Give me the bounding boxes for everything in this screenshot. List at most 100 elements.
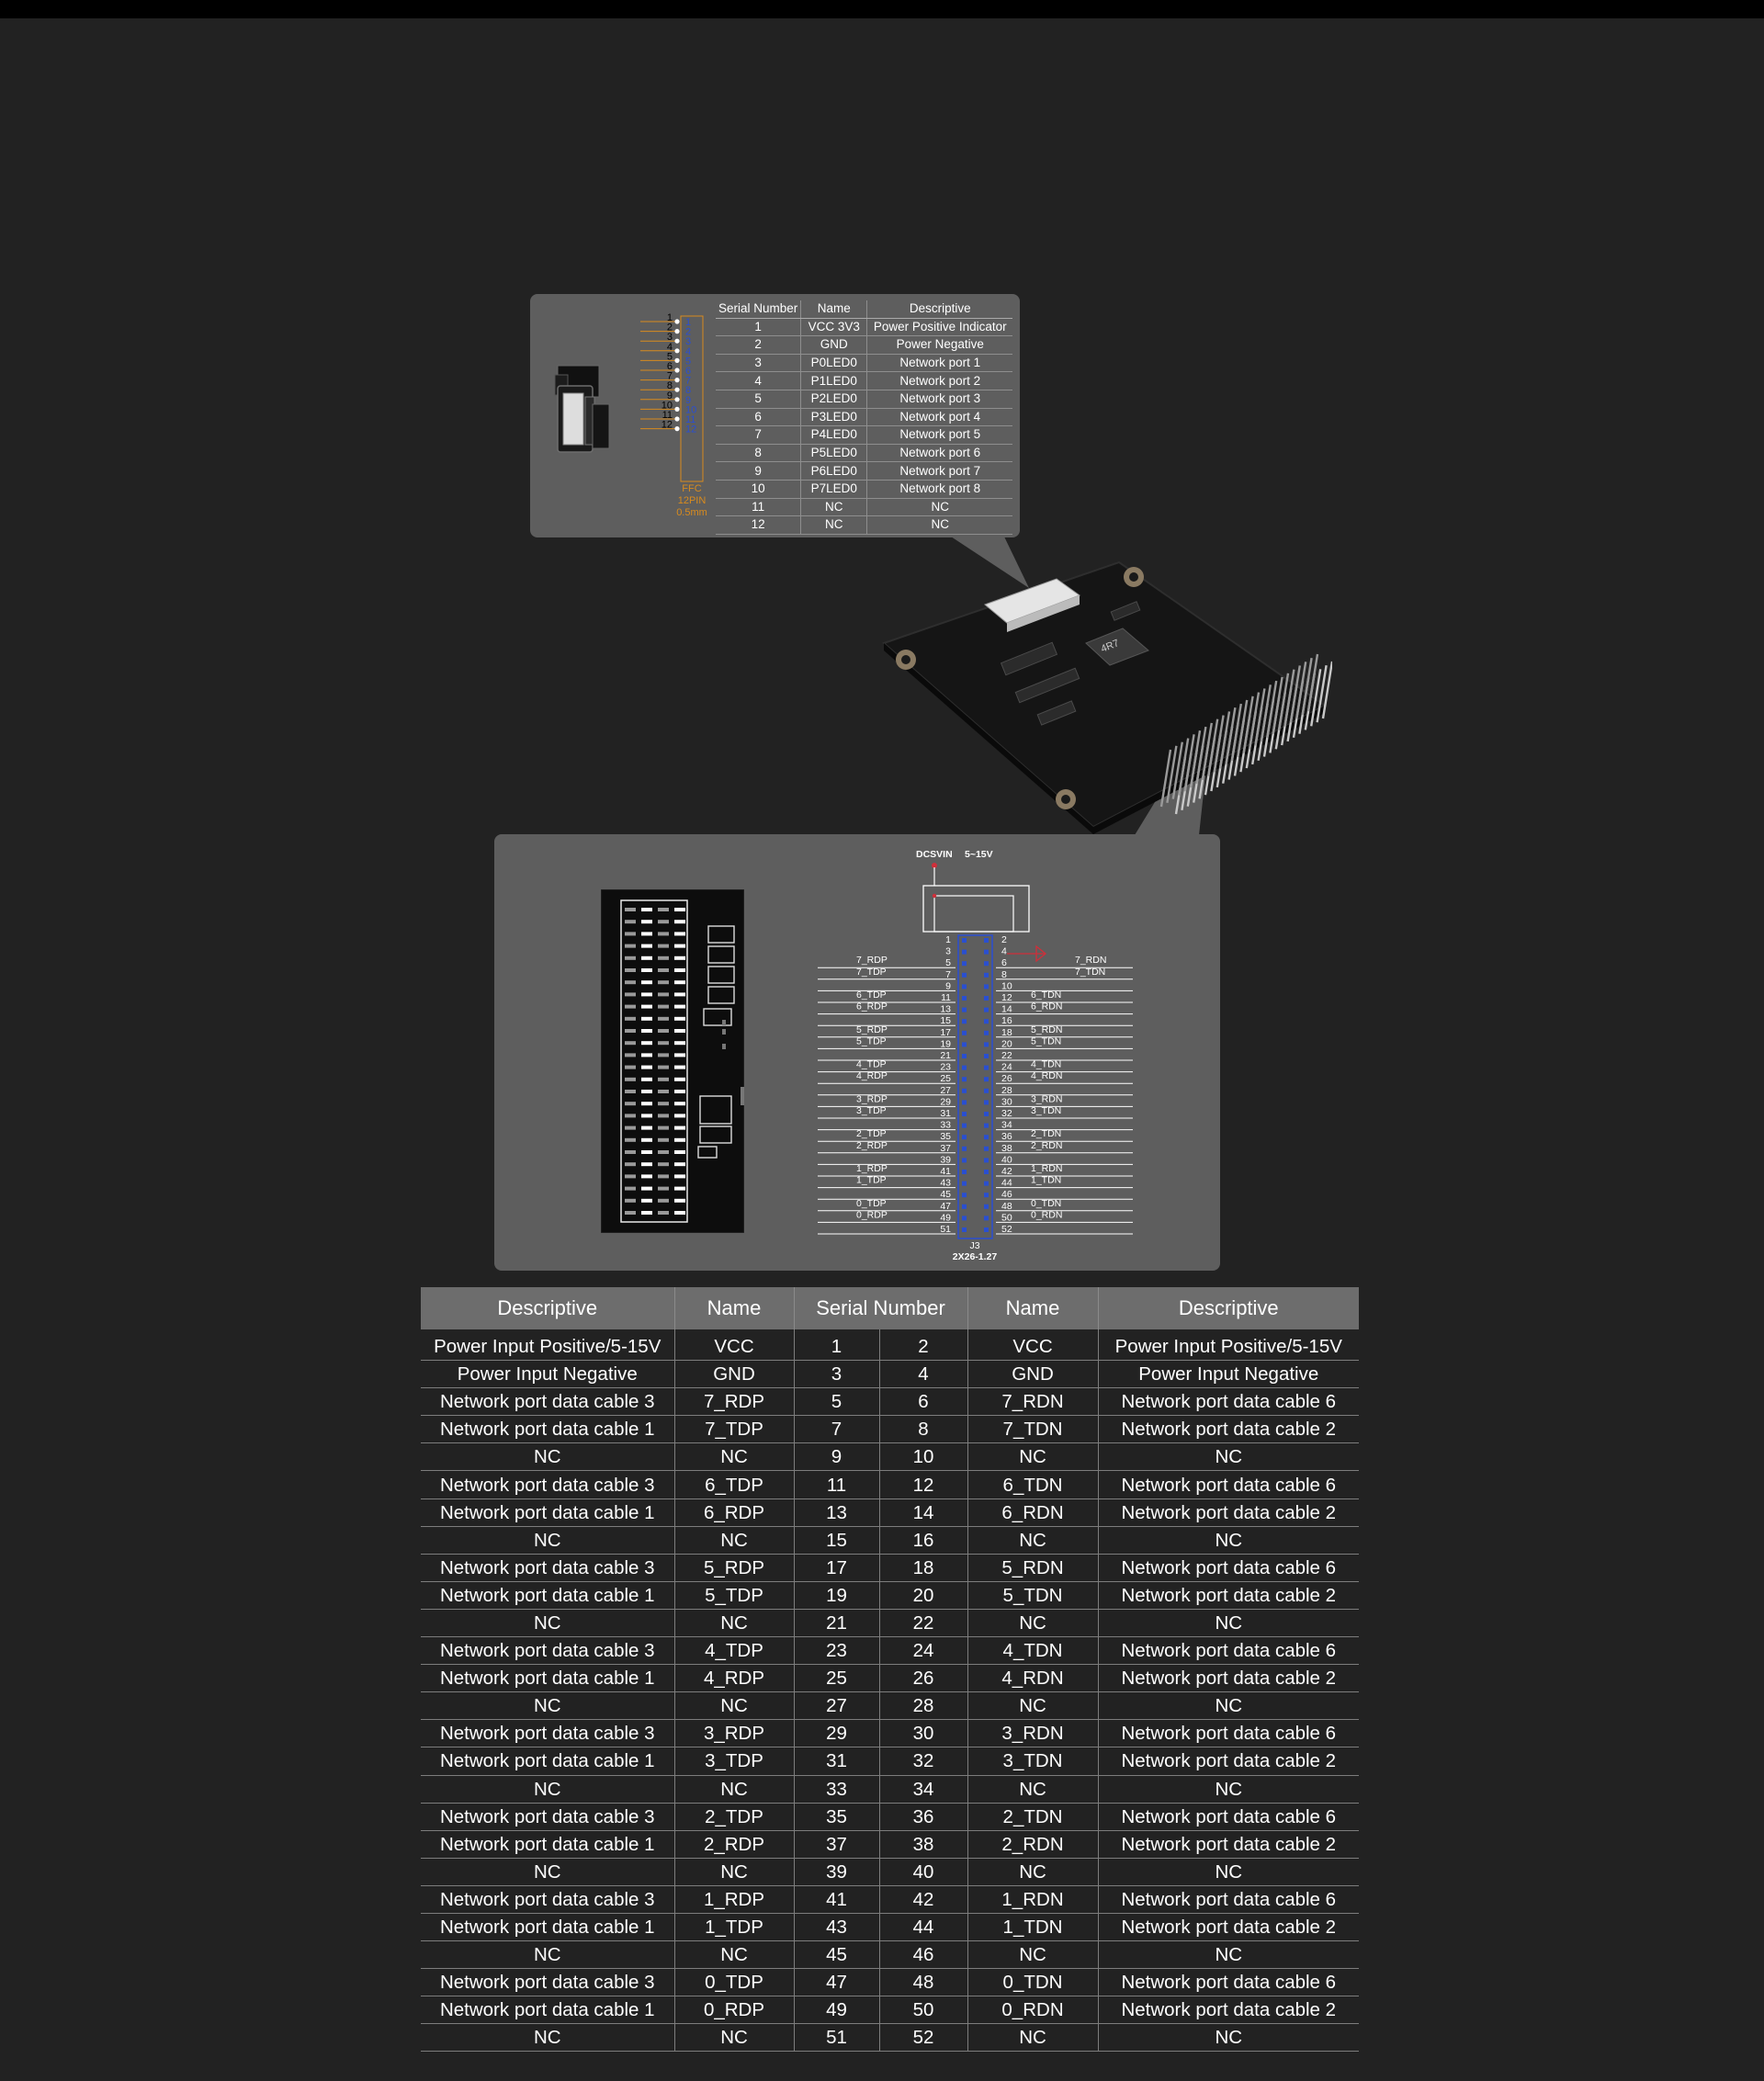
j3-header-body — [957, 934, 993, 1239]
schematic-net-label-right: 3_RDN — [1031, 1093, 1062, 1104]
j3-pinout-table: Descriptive Name Serial Number Name Desc… — [421, 1287, 1360, 2053]
name-right-cell: NC — [967, 1442, 1099, 1472]
name-left-cell: 7_TDP — [673, 1415, 794, 1444]
ffc-descriptive-cell: Network port 3 — [866, 390, 1013, 409]
bottom-header-pad — [674, 1211, 685, 1215]
schematic-net-label-left: 6_TDP — [856, 990, 887, 1001]
descriptive-right-cell: Network port data cable 6 — [1097, 1554, 1360, 1582]
bottom-header-pad — [641, 1102, 652, 1106]
schematic-pad-right — [984, 1227, 989, 1232]
bottom-header-pad — [658, 1114, 669, 1118]
bottom-header-pad — [625, 1090, 636, 1093]
descriptive-right-cell: NC — [1097, 1442, 1360, 1472]
name-right-cell: 5_TDN — [967, 1581, 1099, 1610]
schematic-pin-number-right: 8 — [1001, 969, 1007, 980]
ffc-descriptive-cell: Network port 7 — [866, 461, 1013, 481]
ffc-pin-dot — [674, 338, 680, 344]
name-left-cell: VCC — [673, 1329, 794, 1362]
schematic-pad-left — [962, 1019, 967, 1024]
ffc-descriptive-cell: Network port 5 — [866, 425, 1013, 445]
bottom-header-pad — [658, 1198, 669, 1203]
ffc-descriptive-cell: Network port 8 — [866, 480, 1013, 499]
schematic-pin-number-left: 49 — [940, 1212, 951, 1223]
schematic-net-label-right: 5_TDN — [1031, 1035, 1061, 1046]
schematic-net-label-right: 4_RDN — [1031, 1070, 1062, 1081]
descriptive-left-cell: NC — [421, 1858, 674, 1886]
pin-even-cell: 22 — [878, 1609, 968, 1638]
ffc-descriptive-cell: Power Positive Indicator — [866, 318, 1013, 337]
descriptive-left-cell: Network port data cable 3 — [421, 1968, 674, 1997]
schematic-pin-number-right: 22 — [1001, 1050, 1012, 1061]
ffc-descriptive-cell: NC — [866, 515, 1013, 535]
pin-even-cell: 28 — [878, 1691, 968, 1721]
schematic-pad-left — [962, 1204, 967, 1209]
header-name-left: Name — [673, 1287, 794, 1329]
bottom-header-pad — [658, 1004, 669, 1009]
pin-odd-cell: 51 — [793, 2023, 879, 2053]
board-header-pin — [1218, 711, 1231, 769]
ffc-pin-number-left: 5 — [667, 351, 673, 362]
ffc-descriptive-cell: Network port 1 — [866, 354, 1013, 373]
schematic-net-label-right: 6_RDN — [1031, 1001, 1062, 1012]
board-header-pin — [1195, 726, 1207, 785]
ffc-descriptive-cell: Network port 6 — [866, 444, 1013, 463]
pin-even-cell: 30 — [878, 1719, 968, 1748]
ffc-header-descriptive: Descriptive — [866, 300, 1013, 319]
pin-odd-cell: 27 — [793, 1691, 879, 1721]
bottom-header-pad — [674, 980, 685, 985]
pin-odd-cell: 19 — [793, 1581, 879, 1610]
ffc-serial-cell: 10 — [716, 480, 802, 499]
ffc-pin-dot — [674, 426, 680, 432]
ffc-pin-number-right: 3 — [685, 336, 691, 347]
bottom-header-pad — [674, 1090, 685, 1093]
name-right-cell: 0_RDN — [967, 1996, 1099, 2025]
schematic-pin-number-left: 43 — [940, 1178, 951, 1189]
schematic-pad-right — [984, 1019, 989, 1024]
schematic-pin-number-right: 40 — [1001, 1154, 1012, 1165]
name-right-cell: 4_RDN — [967, 1664, 1099, 1693]
ffc-serial-cell: 7 — [716, 425, 802, 445]
ffc-pin-dot — [674, 416, 680, 422]
inductor-chip — [1085, 628, 1149, 666]
bottom-header-pad — [641, 1174, 652, 1179]
schematic-pad-right — [984, 1181, 989, 1186]
schematic-pin-number-left: 41 — [940, 1166, 951, 1177]
schematic-net-label-left: 3_RDP — [856, 1093, 888, 1104]
schematic-pad-right — [984, 1007, 989, 1012]
ffc-serial-cell: 4 — [716, 371, 802, 390]
name-left-cell: 4_RDP — [673, 1664, 794, 1693]
ffc-callout-pointer — [951, 537, 1029, 588]
bottom-header-pad — [674, 1125, 685, 1130]
descriptive-right-cell: Network port data cable 2 — [1097, 1913, 1360, 1942]
descriptive-right-cell: Network port data cable 6 — [1097, 1636, 1360, 1666]
pin-even-cell: 20 — [878, 1581, 968, 1610]
bottom-header-pad — [674, 1114, 685, 1118]
bottom-header-pad — [658, 1150, 669, 1154]
schematic-pin-number-right: 38 — [1001, 1143, 1012, 1154]
name-left-cell: 1_TDP — [673, 1913, 794, 1942]
ffc-name-cell: P1LED0 — [800, 371, 868, 390]
name-right-cell: 3_RDN — [967, 1719, 1099, 1748]
schematic-net-label-left: 4_TDP — [856, 1059, 887, 1070]
ffc-pin-number-right: 4 — [685, 346, 691, 357]
pin-even-cell: 44 — [878, 1913, 968, 1942]
pin-even-cell: 18 — [878, 1554, 968, 1582]
schematic-net-label-right: 1_TDN — [1031, 1175, 1061, 1186]
schematic-net-label-right: 5_RDN — [1031, 1024, 1062, 1035]
ffc-pin-dot — [674, 357, 680, 363]
schematic-pad-left — [962, 996, 967, 1001]
schematic-pad-right — [984, 938, 989, 943]
schematic-pad-right — [984, 1065, 989, 1070]
descriptive-left-cell: NC — [421, 2023, 674, 2053]
ffc-pin-number-left: 2 — [667, 322, 673, 334]
schematic-pad-left — [962, 1100, 967, 1105]
pin-even-cell: 38 — [878, 1830, 968, 1859]
schematic-pin-number-left: 21 — [940, 1050, 951, 1061]
